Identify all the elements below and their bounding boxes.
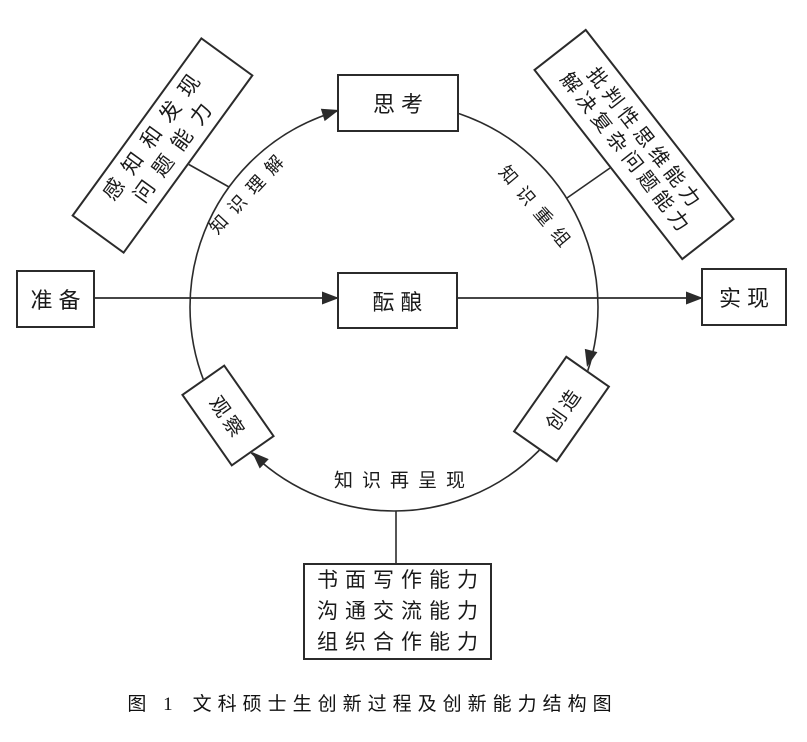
figure-caption-text: 文科硕士生创新过程及创新能力结构图 [192,694,618,715]
node-prepare-label: 准备 [30,288,87,313]
arrowhead-into-observe [252,452,269,469]
arrowhead-into-think [320,108,339,122]
node-incubate: 酝酿 [337,272,458,329]
arrowhead-into-realize [686,291,703,305]
ability-bottom-line3: 组织合作能力 [317,630,485,654]
arc-label-knowledge-representation: 知识再呈现 [333,470,475,492]
ability-bottom-line1: 书面写作能力 [317,568,485,592]
ability-box-writing-communication: 书面写作能力 沟通交流能力 组织合作能力 [303,563,492,660]
node-realize-label: 实现 [718,286,775,311]
node-observe-label: 观察 [204,392,250,445]
node-incubate-label: 酝酿 [372,289,429,315]
connector-topleft-ability [187,163,230,188]
node-prepare: 准备 [16,270,95,328]
arrowhead-into-create [584,348,598,367]
figure-caption-number: 图 1 [127,694,179,715]
node-realize: 实现 [701,268,787,326]
figure-caption: 图 1 文科硕士生创新过程及创新能力结构图 [0,689,745,716]
node-think: 思考 [337,74,459,132]
node-create-label: 创造 [541,382,588,435]
ability-bottom-line2: 沟通交流能力 [317,599,485,623]
node-think-label: 思考 [372,92,429,117]
arrowhead-into-incubate [322,291,339,305]
connector-topright-ability [566,167,611,199]
